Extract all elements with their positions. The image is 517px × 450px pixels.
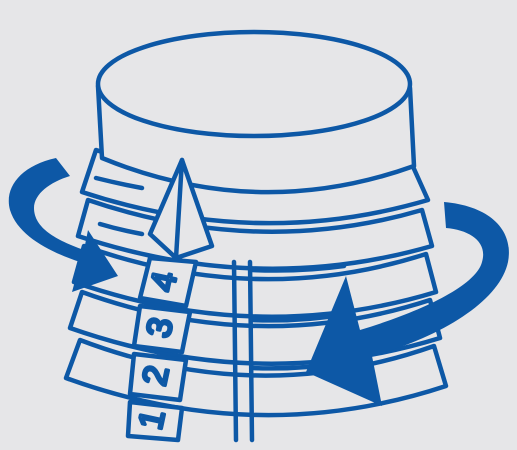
dial-cap (98, 32, 414, 192)
ridge-divider-2 (250, 262, 252, 440)
dial-cap-top (98, 32, 410, 136)
ridge-divider-1 (234, 262, 236, 440)
